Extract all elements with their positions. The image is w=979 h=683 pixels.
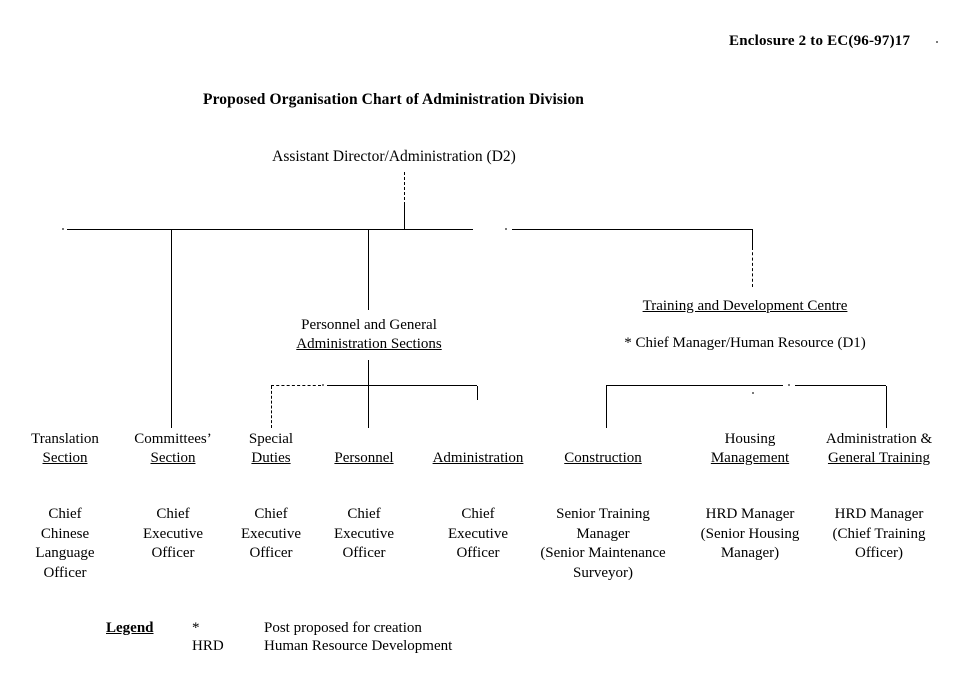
section-head-committees-line1: Committees’ bbox=[134, 431, 212, 447]
connector-drop-left-column bbox=[171, 229, 172, 428]
section-head-translation-line2: Section bbox=[42, 450, 88, 466]
post-committees: Chief Executive Officer bbox=[143, 506, 203, 561]
connector-tdc-bus-right bbox=[795, 385, 886, 386]
connector-pga-bus-solid bbox=[327, 385, 477, 386]
connector-pga-bus-dashed bbox=[271, 385, 321, 386]
connector-drop-special-duties bbox=[271, 386, 272, 428]
legend-symbol-hrd: HRD bbox=[192, 638, 224, 654]
connector-pga-stem bbox=[368, 360, 369, 386]
section-head-admin-general-training-line1: Administration & bbox=[825, 431, 933, 447]
legend-symbol-asterisk: * bbox=[192, 620, 200, 636]
post-administration: Chief Executive Officer bbox=[448, 506, 508, 561]
connector-drop-tdc-dashed bbox=[752, 247, 753, 287]
connector-root-stem-solid bbox=[404, 205, 405, 229]
connector-drop-administration bbox=[477, 386, 478, 400]
tdc-bus-tick bbox=[788, 384, 790, 386]
section-head-administration: Administration bbox=[432, 450, 524, 466]
node-assistant-director: Assistant Director/Administration (D2) bbox=[272, 148, 516, 165]
connector-drop-construction bbox=[606, 386, 607, 428]
connector-drop-admin-general-training bbox=[886, 386, 887, 428]
post-admin-general-training: HRD Manager (Chief Training Officer) bbox=[832, 506, 926, 561]
bus-left-tick bbox=[62, 228, 64, 230]
post-housing-management: HRD Manager (Senior Housing Manager) bbox=[700, 506, 800, 561]
group-pga-line1: Personnel and General bbox=[301, 317, 437, 333]
section-head-special-duties-line1: Special bbox=[248, 431, 294, 447]
group-pga-line2: Administration Sections bbox=[296, 336, 442, 352]
bus-gap-tick bbox=[505, 228, 507, 230]
section-head-personnel: Personnel bbox=[334, 450, 394, 466]
connector-bus-right bbox=[512, 229, 752, 230]
tdc-bus-centre-tick bbox=[752, 392, 754, 394]
legend-meaning-asterisk: Post proposed for creation bbox=[264, 620, 422, 636]
group-tdc-line2: * Chief Manager/Human Resource (D1) bbox=[624, 335, 866, 351]
connector-tdc-bus-left bbox=[606, 385, 783, 386]
post-construction: Senior Training Manager (Senior Maintena… bbox=[540, 506, 666, 581]
section-head-admin-general-training-line2: General Training bbox=[827, 450, 931, 466]
section-head-construction: Construction bbox=[564, 450, 642, 466]
connector-drop-personnel bbox=[368, 386, 369, 428]
connector-bus-left bbox=[67, 229, 473, 230]
enclosure-reference: Enclosure 2 to EC(96-97)17 bbox=[729, 33, 911, 49]
section-head-housing-line1: Housing bbox=[724, 431, 776, 447]
section-head-translation-line1: Translation bbox=[31, 431, 99, 447]
connector-drop-tdc-solid bbox=[752, 229, 753, 247]
section-head-committees-line2: Section bbox=[150, 450, 196, 466]
connector-root-stem-dashed bbox=[404, 172, 405, 205]
connector-drop-pga bbox=[368, 229, 369, 310]
section-head-housing-line2: Management bbox=[710, 450, 790, 466]
legend-meaning-hrd: Human Resource Development bbox=[264, 638, 453, 654]
post-special-duties: Chief Executive Officer bbox=[241, 506, 301, 561]
legend-title: Legend bbox=[106, 620, 154, 636]
post-translation: Chief Chinese Language Officer bbox=[35, 506, 95, 581]
page-title: Proposed Organisation Chart of Administr… bbox=[203, 91, 585, 108]
post-personnel: Chief Executive Officer bbox=[334, 506, 394, 561]
section-head-special-duties-line2: Duties bbox=[251, 450, 291, 466]
scan-speck bbox=[936, 41, 938, 43]
pga-bus-tick bbox=[322, 384, 324, 386]
group-tdc-line1: Training and Development Centre bbox=[642, 298, 848, 314]
